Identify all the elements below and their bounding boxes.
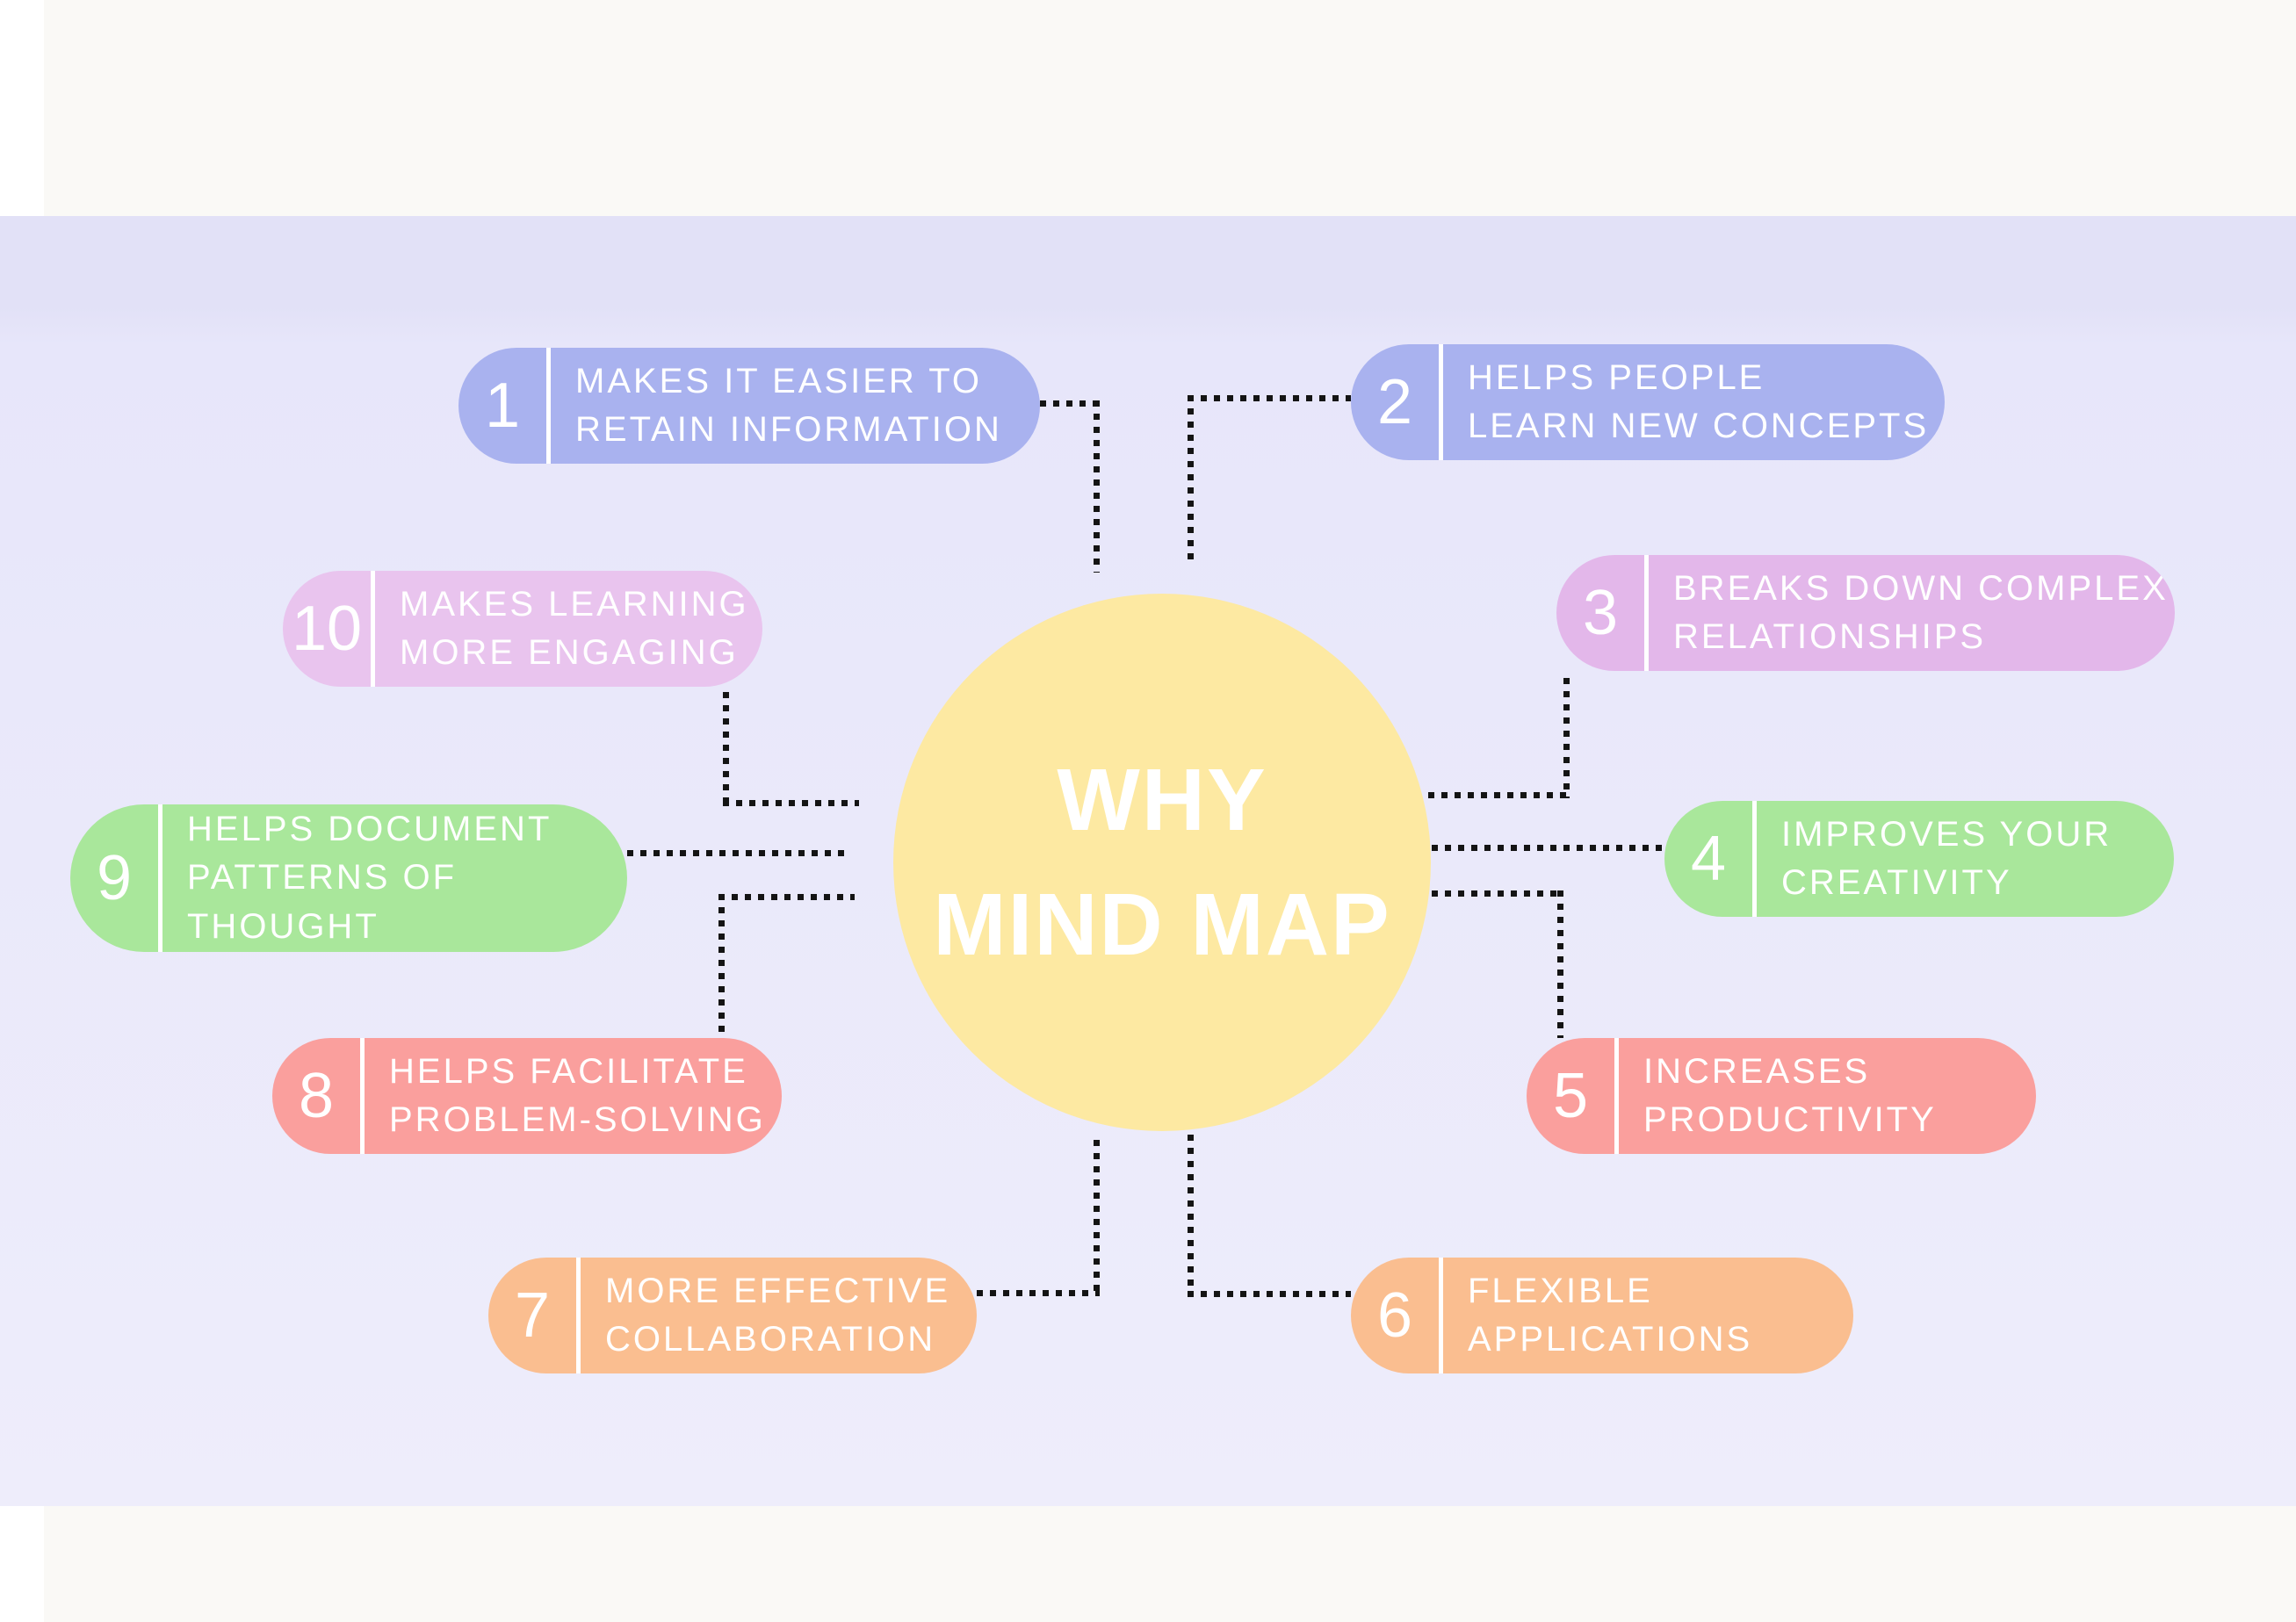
bubble-label: MAKES LEARNING MORE ENGAGING bbox=[375, 571, 762, 687]
connector-3-horizontal bbox=[1428, 792, 1570, 798]
topic-bubble-7: 7 MORE EFFECTIVE COLLABORATION bbox=[488, 1258, 977, 1373]
connector-9-horizontal bbox=[627, 850, 849, 856]
bubble-label: INCREASES PRODUCTIVITY bbox=[1619, 1038, 1951, 1154]
connector-4-horizontal bbox=[1432, 845, 1664, 851]
bubble-label-line: MAKES LEARNING bbox=[400, 584, 749, 624]
topic-bubble-5: 5 INCREASES PRODUCTIVITY bbox=[1527, 1038, 2036, 1154]
bubble-label-line: CREATIVITY bbox=[1781, 863, 2012, 902]
bubble-divider bbox=[1644, 555, 1649, 671]
bubble-label-line: FLEXIBLE bbox=[1468, 1271, 1653, 1310]
bubble-number: 9 bbox=[96, 843, 133, 913]
bubble-divider bbox=[1614, 1038, 1619, 1154]
bubble-label: HELPS DOCUMENT PATTERNS OF THOUGHT bbox=[162, 804, 566, 952]
bubble-label-line: BREAKS DOWN COMPLEX bbox=[1673, 568, 2169, 608]
bubble-number: 1 bbox=[484, 371, 521, 441]
bubble-label-line: THOUGHT bbox=[187, 906, 379, 946]
topic-bubble-6: 6 FLEXIBLE APPLICATIONS bbox=[1351, 1258, 1853, 1373]
bubble-label-line: RETAIN INFORMATION bbox=[575, 410, 1002, 449]
bubble-divider bbox=[360, 1038, 365, 1154]
bubble-number: 4 bbox=[1690, 824, 1727, 894]
bubble-label-line: HELPS DOCUMENT bbox=[187, 810, 552, 849]
connector-1-vertical bbox=[1094, 400, 1100, 573]
bubble-label-line: LEARN NEW CONCEPTS bbox=[1468, 407, 1930, 445]
bubble-number: 6 bbox=[1376, 1280, 1413, 1351]
topic-bubble-8: 8 HELPS FACILITATE PROBLEM-SOLVING bbox=[272, 1038, 782, 1154]
bubble-number: 5 bbox=[1552, 1061, 1589, 1131]
central-topic-bubble: WHY MIND MAP bbox=[893, 594, 1431, 1131]
topic-bubble-9: 9 HELPS DOCUMENT PATTERNS OF THOUGHT bbox=[70, 804, 627, 952]
bubble-label-line: HELPS PEOPLE bbox=[1468, 357, 1765, 397]
bubble-number: 7 bbox=[514, 1280, 551, 1351]
topic-bubble-10: 10 MAKES LEARNING MORE ENGAGING bbox=[283, 571, 762, 687]
connector-8-horizontal bbox=[718, 894, 855, 900]
bubble-label-line: IMPROVES YOUR bbox=[1781, 814, 2112, 854]
connector-7-horizontal bbox=[977, 1290, 1100, 1296]
bubble-label-line: MAKES IT EASIER TO bbox=[575, 361, 983, 400]
connector-6-horizontal bbox=[1188, 1291, 1351, 1297]
bubble-number: 2 bbox=[1376, 367, 1413, 437]
topic-bubble-1: 1 MAKES IT EASIER TO RETAIN INFORMATION bbox=[458, 348, 1040, 464]
bubble-divider bbox=[546, 348, 551, 464]
connector-10-vertical bbox=[723, 692, 729, 806]
bubble-label: BREAKS DOWN COMPLEX RELATIONSHIPS bbox=[1649, 555, 2175, 671]
central-topic-text-line: MIND MAP bbox=[933, 876, 1391, 974]
bubble-label: HELPS PEOPLE LEARN NEW CONCEPTS bbox=[1443, 344, 1943, 460]
connector-2-vertical bbox=[1188, 395, 1194, 564]
central-topic-text-line: WHY bbox=[1057, 751, 1267, 849]
bubble-divider bbox=[576, 1258, 581, 1373]
bubble-label: HELPS FACILITATE PROBLEM-SOLVING bbox=[365, 1038, 780, 1154]
bubble-divider bbox=[1439, 344, 1443, 460]
bubble-divider bbox=[371, 571, 375, 687]
bubble-label-line: MORE ENGAGING bbox=[400, 633, 739, 672]
topic-bubble-2: 2 HELPS PEOPLE LEARN NEW CONCEPTS bbox=[1351, 344, 1945, 460]
bubble-label: MORE EFFECTIVE COLLABORATION bbox=[581, 1258, 964, 1373]
bubble-label-line: MORE EFFECTIVE bbox=[605, 1271, 951, 1310]
bubble-label-line: INCREASES bbox=[1643, 1051, 1871, 1091]
connector-6-vertical bbox=[1188, 1135, 1194, 1297]
bubble-label-line: PROBLEM-SOLVING bbox=[389, 1100, 766, 1139]
topic-bubble-3: 3 BREAKS DOWN COMPLEX RELATIONSHIPS bbox=[1556, 555, 2175, 671]
bubble-label-line: COLLABORATION bbox=[605, 1320, 936, 1359]
bubble-label-line: HELPS FACILITATE bbox=[389, 1051, 748, 1091]
bubble-label-line: APPLICATIONS bbox=[1468, 1320, 1753, 1359]
connector-3-vertical bbox=[1563, 678, 1570, 798]
connector-1-horizontal bbox=[1040, 400, 1098, 407]
bubble-number: 10 bbox=[291, 594, 363, 664]
connector-5-horizontal bbox=[1432, 890, 1563, 897]
bubble-number: 8 bbox=[298, 1061, 335, 1131]
bubble-divider bbox=[1752, 801, 1757, 917]
connector-8-vertical bbox=[718, 894, 725, 1038]
bubble-label-line: RELATIONSHIPS bbox=[1673, 617, 1987, 656]
connector-5-vertical bbox=[1557, 890, 1563, 1038]
connector-7-vertical bbox=[1094, 1140, 1100, 1296]
topic-bubble-4: 4 IMPROVES YOUR CREATIVITY bbox=[1664, 801, 2174, 917]
bubble-divider bbox=[1439, 1258, 1443, 1373]
bubble-divider bbox=[158, 804, 162, 952]
connector-2-horizontal bbox=[1188, 395, 1351, 401]
bubble-label-line: PATTERNS OF bbox=[187, 858, 458, 898]
bubble-label: IMPROVES YOUR CREATIVITY bbox=[1757, 801, 2126, 917]
bubble-label: MAKES IT EASIER TO RETAIN INFORMATION bbox=[551, 348, 1016, 464]
bubble-label: FLEXIBLE APPLICATIONS bbox=[1443, 1258, 1766, 1373]
bubble-number: 3 bbox=[1582, 578, 1619, 648]
connector-10-horizontal bbox=[723, 800, 859, 806]
bubble-label-line: PRODUCTIVITY bbox=[1643, 1100, 1937, 1139]
